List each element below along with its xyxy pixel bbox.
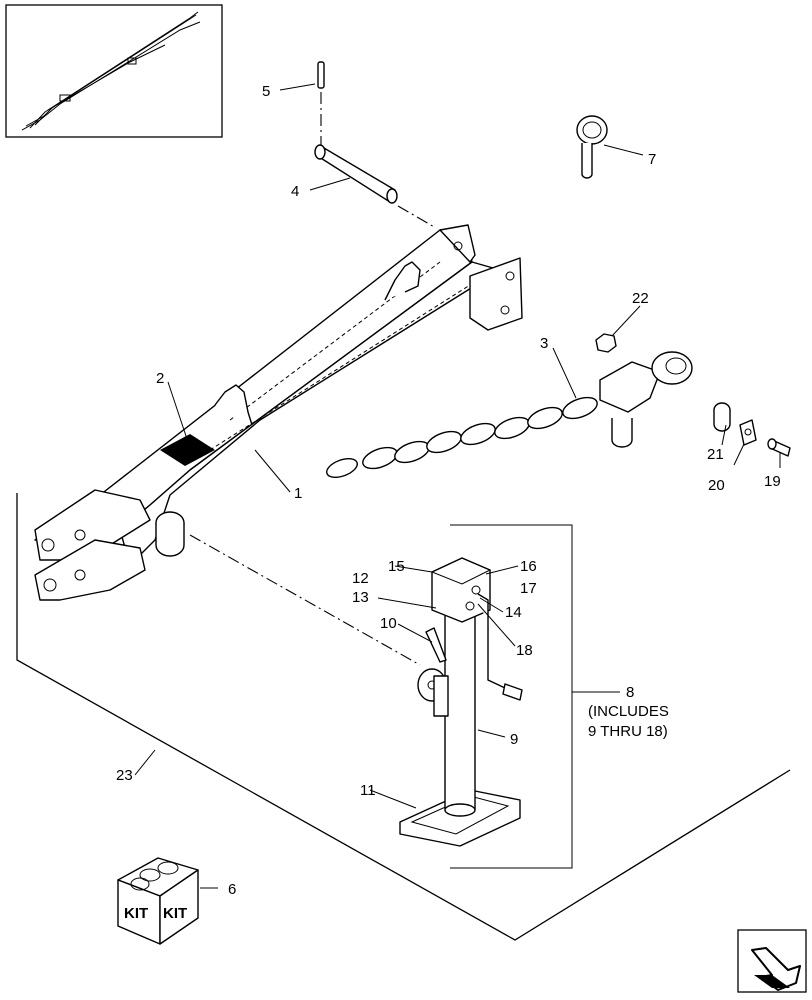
callout-8: 8 bbox=[626, 684, 634, 701]
note-8-line1: (INCLUDES bbox=[588, 703, 669, 720]
callout-13: 13 bbox=[352, 589, 369, 606]
callout-2: 2 bbox=[156, 370, 164, 387]
callout-5: 5 bbox=[262, 83, 270, 100]
callout-21: 21 bbox=[707, 446, 724, 463]
kit-box: KIT KIT bbox=[117, 857, 199, 945]
inset-locator-view bbox=[5, 4, 223, 138]
callout-20: 20 bbox=[708, 477, 725, 494]
safety-chain bbox=[326, 333, 791, 478]
decal bbox=[160, 434, 215, 466]
callout-23: 23 bbox=[116, 767, 133, 784]
callout-18: 18 bbox=[516, 642, 533, 659]
tongue-assembly bbox=[34, 224, 523, 601]
callout-7: 7 bbox=[648, 151, 656, 168]
kit-label-right: KIT bbox=[163, 905, 187, 922]
callout-14: 14 bbox=[505, 604, 522, 621]
note-8-line2: 9 THRU 18) bbox=[588, 723, 668, 740]
next-page-arrow-icon[interactable] bbox=[737, 929, 807, 993]
leader-lines bbox=[134, 83, 781, 889]
callout-15: 15 bbox=[388, 558, 405, 575]
pin-path-2 bbox=[397, 205, 437, 229]
callout-12: 12 bbox=[352, 570, 369, 587]
kit-label-left: KIT bbox=[124, 905, 148, 922]
lock-pin-ring bbox=[576, 115, 608, 179]
hitch-pin bbox=[314, 144, 398, 204]
callout-9: 9 bbox=[510, 731, 518, 748]
callout-17: 17 bbox=[520, 580, 537, 597]
callout-16: 16 bbox=[520, 558, 537, 575]
callout-3: 3 bbox=[540, 335, 548, 352]
jack-assembly bbox=[399, 524, 573, 869]
callout-4: 4 bbox=[291, 183, 299, 200]
callout-1: 1 bbox=[294, 485, 302, 502]
base-outline bbox=[16, 493, 791, 941]
callout-10: 10 bbox=[380, 615, 397, 632]
jack-mount-path bbox=[189, 534, 421, 666]
callout-19: 19 bbox=[764, 473, 781, 490]
callout-6: 6 bbox=[228, 881, 236, 898]
cotter-pin bbox=[317, 61, 325, 89]
callout-11: 11 bbox=[360, 782, 376, 799]
callout-22: 22 bbox=[632, 290, 649, 307]
